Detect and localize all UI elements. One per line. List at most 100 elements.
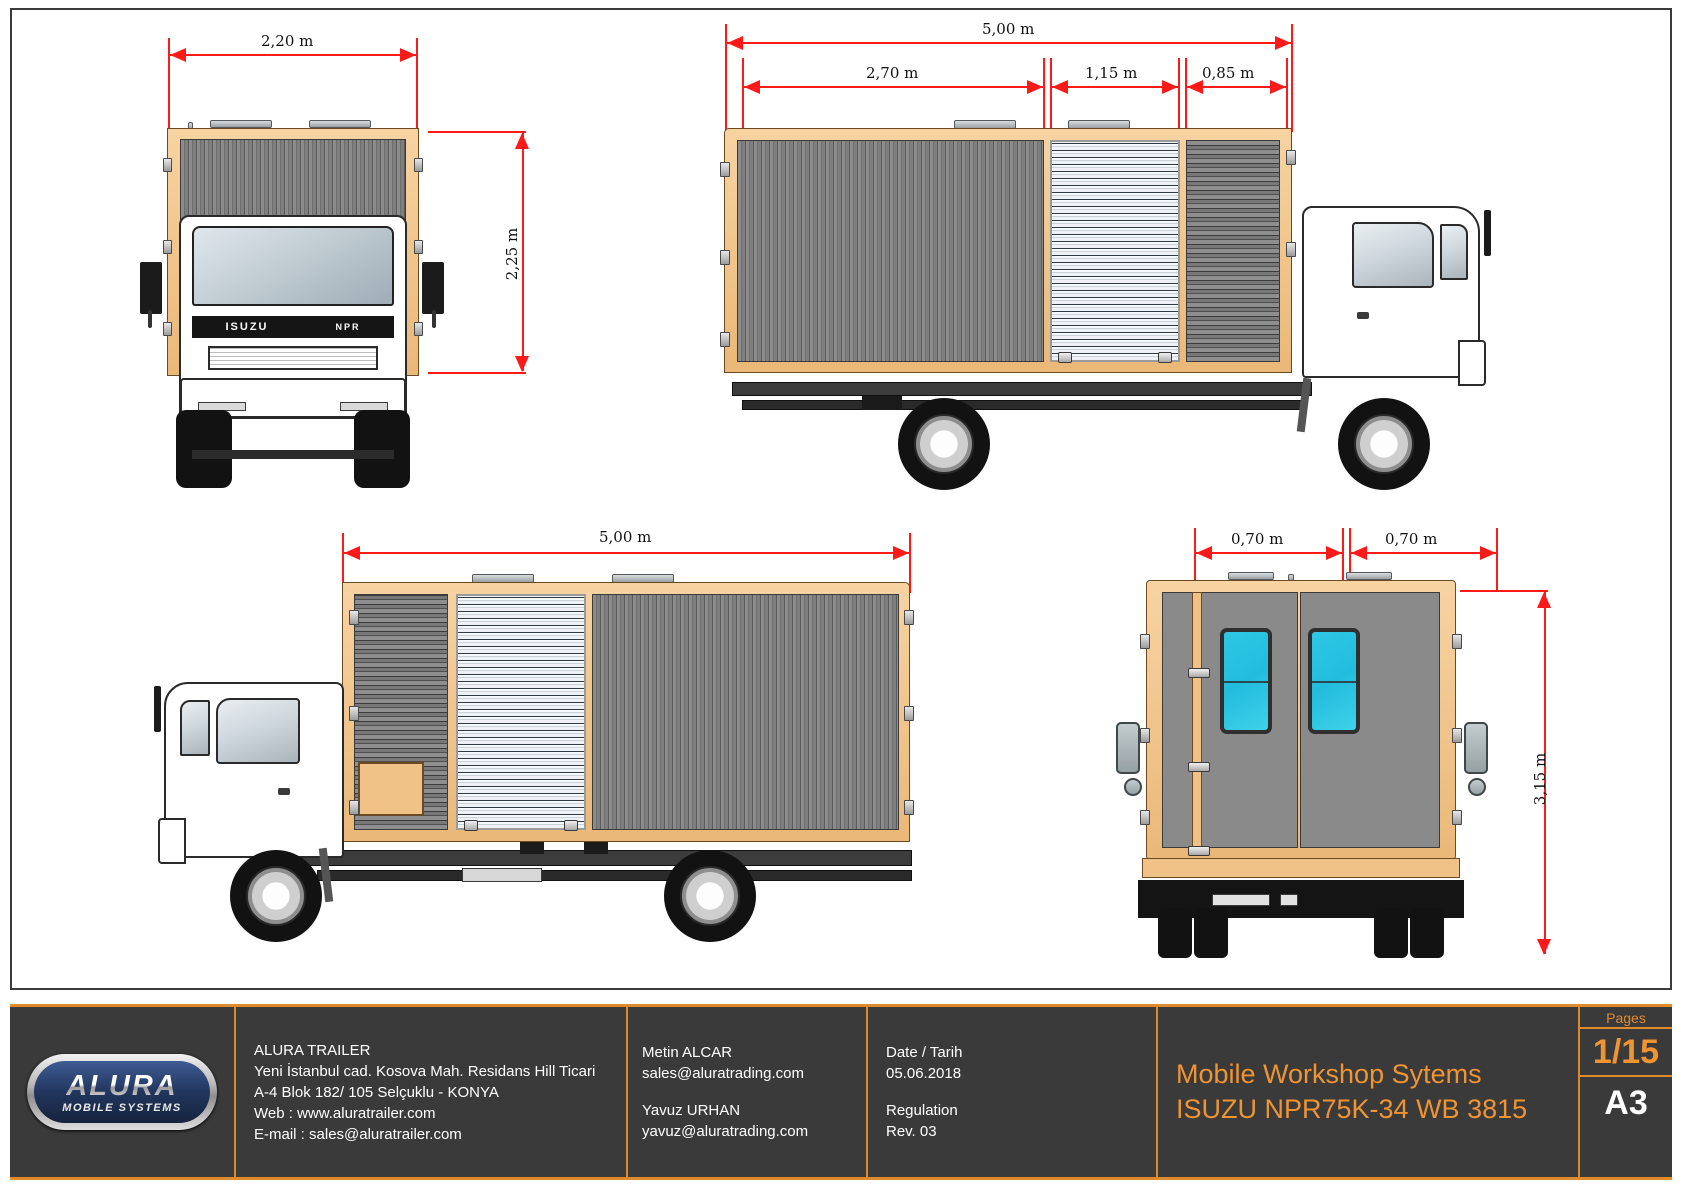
dim-arrow-right [400, 48, 416, 62]
contacts-cell: Metin ALCAR sales@aluratrading.com Yavuz… [628, 1007, 868, 1177]
date-label: Date / Tarih [886, 1044, 963, 1061]
company-address-line2: A-4 Blok 182/ 105 Selçuklu - KONYA [254, 1083, 499, 1101]
drawing-sheet: 2,20 m 2,25 m ISUZU NPR [10, 8, 1672, 990]
right-side-view: 5,00 m 2,70 m 1,15 m 0,85 m [702, 10, 1532, 490]
regulation-value: Rev. 03 [886, 1123, 937, 1140]
toolbox-right [862, 396, 902, 410]
mirror-arm-right [432, 310, 436, 328]
dim-arrow-dl-r [1326, 546, 1342, 560]
hinge-front-right-2 [414, 240, 423, 254]
dim-label-door-right: 0,70 m [1385, 530, 1438, 548]
air-tank-right [1464, 722, 1488, 774]
dim-arrow-overall-r [1275, 36, 1291, 50]
valve-right [1468, 778, 1486, 796]
alura-logo: ALURA MOBILE SYSTEMS [27, 1054, 217, 1130]
center-door-post [1192, 592, 1202, 848]
meta-cell: Date / Tarih 05.06.2018 Regulation Rev. … [868, 1007, 1158, 1177]
front-tire-right [354, 410, 410, 488]
hinge-right-1 [720, 162, 730, 177]
rear-bumper-bar [1138, 880, 1464, 918]
front-axle [192, 450, 394, 459]
roof-vent-right [309, 120, 371, 128]
hinge-right-rear-2 [1286, 242, 1296, 257]
rear-door-window-right [1308, 628, 1360, 734]
front-bumper-left [158, 818, 186, 864]
hinge-front-left-1 [163, 158, 172, 172]
left-side-view: 5,00 m [72, 510, 972, 970]
dim-ext-rs-left [725, 24, 727, 132]
front-view: 2,20 m 2,25 m ISUZU NPR [12, 10, 552, 490]
front-tire-left [176, 410, 232, 488]
mirror-right [422, 262, 444, 314]
dim-label-panel-section: 2,70 m [866, 64, 919, 82]
pages-label: Pages [1606, 1010, 1646, 1026]
dim-arrow-louver-l [1187, 80, 1203, 94]
valve-left [1124, 778, 1142, 796]
roller-shutter-left [456, 594, 586, 830]
sheet-size: A3 [1604, 1084, 1648, 1122]
npr-badge: NPR [335, 322, 361, 332]
logo-inner: ALURA MOBILE SYSTEMS [34, 1061, 210, 1123]
title-block: ALURA MOBILE SYSTEMS ALURA TRAILER Yeni … [10, 1004, 1672, 1180]
web-label: Web : [254, 1104, 298, 1122]
dim-line-overall-length [727, 42, 1291, 44]
front-rim-left-view [246, 866, 306, 926]
dim-label-louver-section: 0,85 m [1202, 64, 1255, 82]
meta-spacer [886, 1084, 1156, 1100]
dim-line-panel-section [744, 86, 1043, 88]
chassis-rail-right-2 [742, 400, 1302, 410]
dim-ext-ls-right [909, 533, 911, 593]
dim-label-shutter-section: 1,15 m [1085, 64, 1138, 82]
roller-shutter-right [1050, 140, 1180, 362]
isuzu-badge: ISUZU [225, 321, 269, 333]
dim-ext-rs-right [1291, 24, 1293, 132]
web-link[interactable]: www.aluratrailer.com [297, 1104, 436, 1122]
mirror-left-side [154, 686, 161, 732]
chassis-rail-right [732, 382, 1312, 396]
rear-rim-right-view [914, 414, 974, 474]
dim-line-front-width [170, 54, 416, 56]
email-link[interactable]: sales@aluratrailer.com [309, 1125, 462, 1143]
contact-2-email[interactable]: yavuz@aluratrading.com [642, 1123, 809, 1140]
drawing-title-line2: ISUZU NPR75K-34 WB 3815 [1176, 1094, 1528, 1124]
contacts-spacer [642, 1084, 866, 1100]
dim-ext-seg-c [1178, 58, 1180, 132]
dim-label-overall-length: 5,00 m [982, 20, 1035, 38]
rear-plate [1212, 894, 1270, 906]
front-rim-right-view [1354, 414, 1414, 474]
hinge-left-rear-1 [904, 610, 914, 625]
hinge-front-right-1 [414, 158, 423, 172]
tool-bracket-1 [520, 842, 544, 854]
hinge-front-left-2 [163, 240, 172, 254]
dim-arrow-dr-l [1351, 546, 1367, 560]
dim-arrow-left [170, 48, 186, 62]
hinge-right-rear-1 [1286, 150, 1296, 165]
rear-door-window-left [1220, 628, 1272, 734]
dim-arrow-up [515, 133, 529, 149]
dim-arrow-overall-l [727, 36, 743, 50]
roof-vent-rear-2 [1346, 572, 1392, 580]
dim-arrow-shutter-l [1052, 80, 1068, 94]
drawing-title-line1: Mobile Workshop Sytems [1176, 1059, 1482, 1089]
door-handle-right [1357, 312, 1369, 319]
roof-vent-left [210, 120, 272, 128]
rear-light [1280, 894, 1298, 906]
rear-latch-2 [1188, 762, 1210, 772]
dim-arrow-rh-u [1537, 592, 1551, 608]
regulation-label: Regulation [886, 1102, 958, 1119]
shutter-latch-left-1 [464, 820, 478, 831]
dim-arrow-shutter-r [1162, 80, 1178, 94]
dim-label-front-width: 2,20 m [261, 32, 314, 50]
dim-arrow-ls-l [344, 546, 360, 560]
air-tank-left [1116, 722, 1140, 774]
rear-hinge-3 [1140, 810, 1150, 825]
dim-ext-top-front-height [428, 131, 526, 133]
dim-label-overall-length-left: 5,00 m [599, 528, 652, 546]
dim-line-rear-height [1544, 592, 1546, 954]
contact-1-email[interactable]: sales@aluratrading.com [642, 1065, 804, 1082]
page-number: 1/15 [1580, 1027, 1672, 1077]
dim-arrow-panel-l [744, 80, 760, 94]
dim-ext-seg-a [742, 58, 744, 132]
corrugated-panel-left [592, 594, 899, 830]
contact-1-name: Metin ALCAR [642, 1044, 733, 1061]
